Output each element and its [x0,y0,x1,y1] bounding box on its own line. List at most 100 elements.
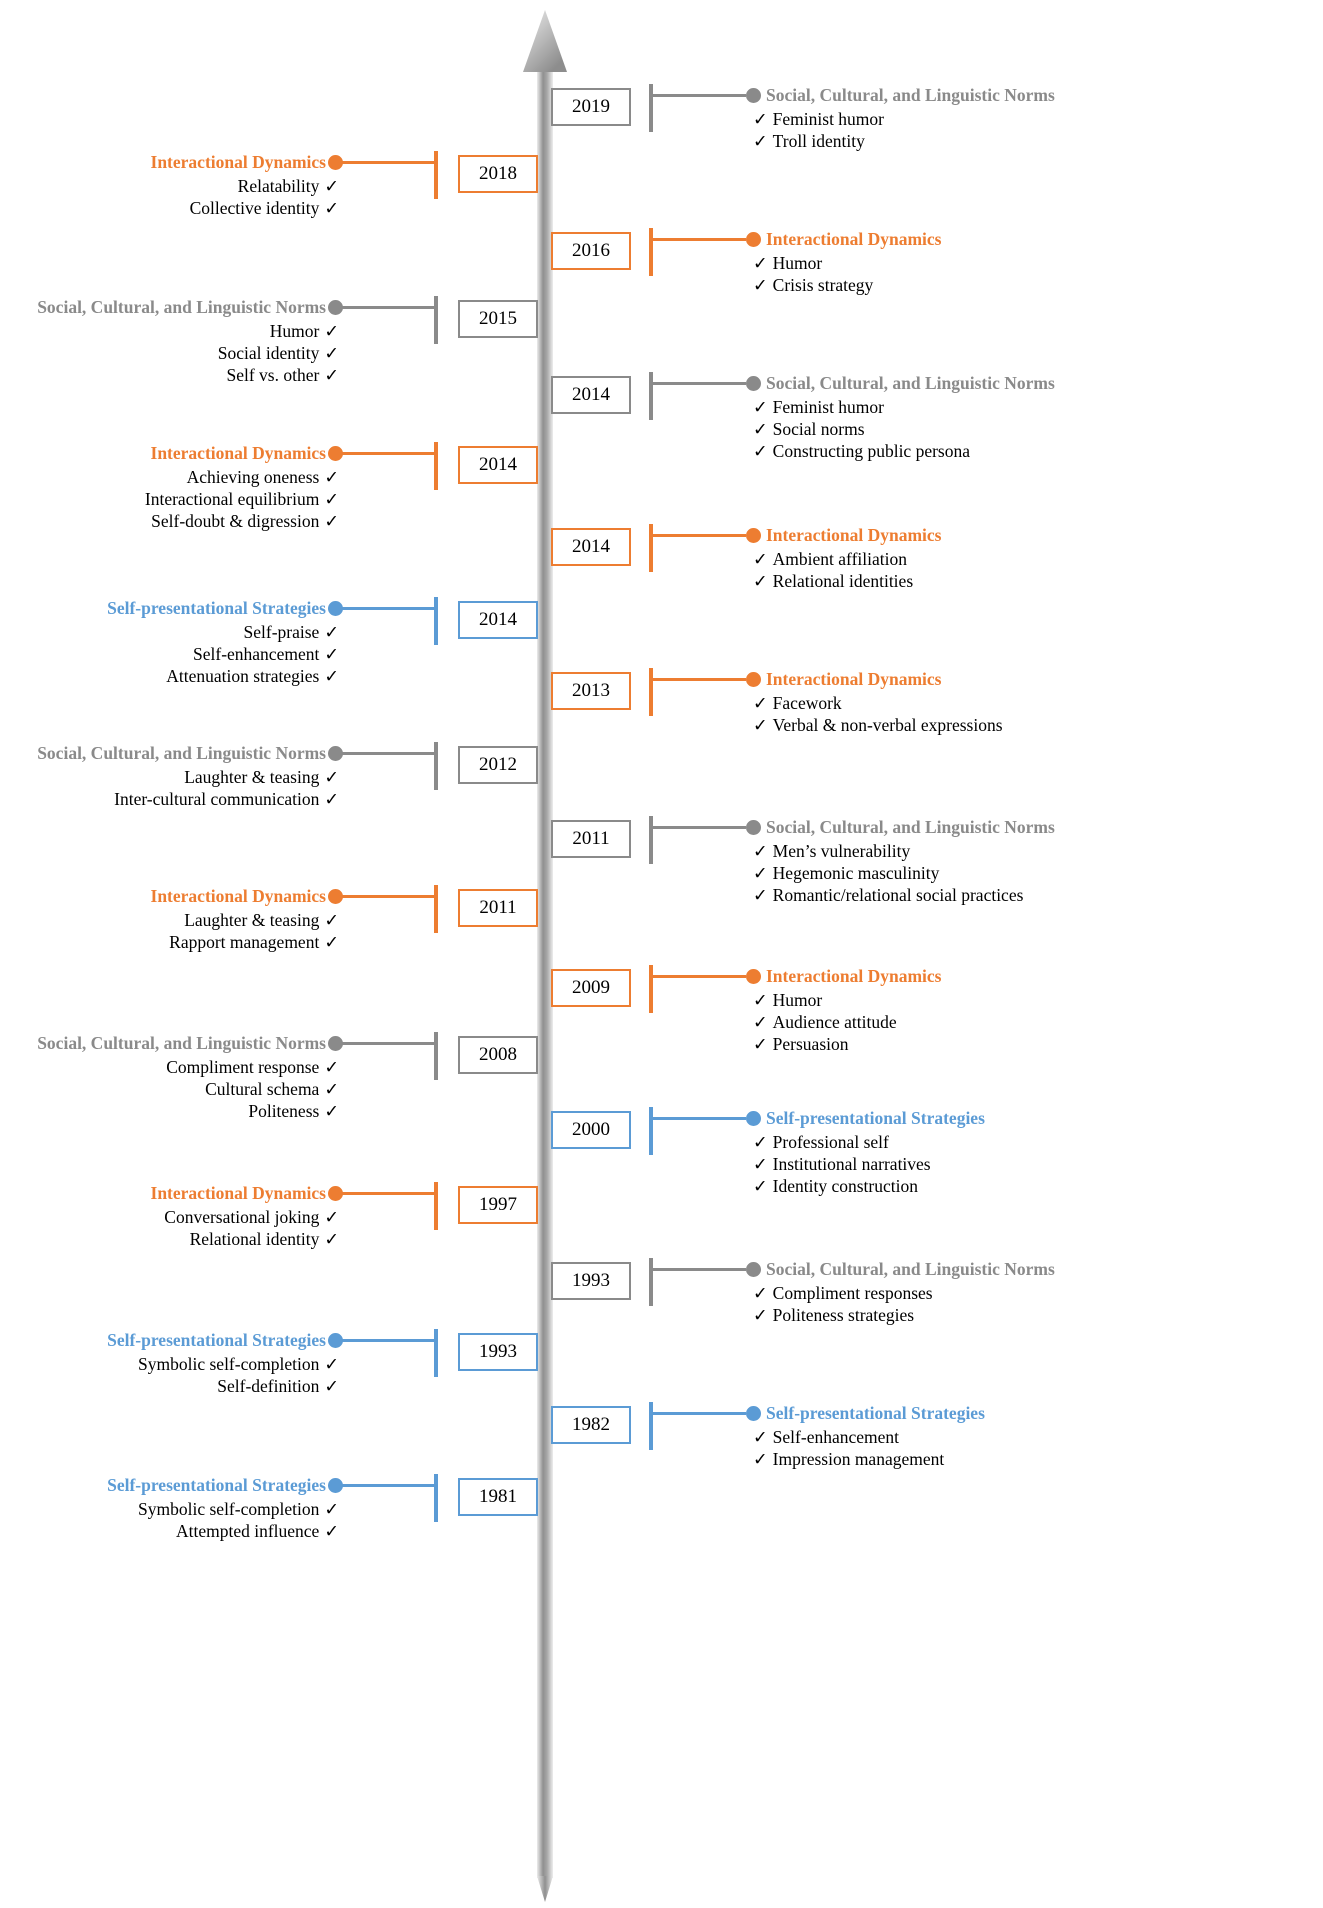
checklist-item: Rapport management✓ [169,931,344,953]
item-text: Attempted influence [175,1521,320,1541]
check-icon: ✓ [753,990,768,1010]
checklist-item: Humor✓ [218,320,344,342]
checklist-item: Achieving oneness✓ [145,466,344,488]
check-icon: ✓ [753,1034,768,1054]
connector-line [653,678,746,681]
year-box: 2014 [551,528,631,566]
connector-line [342,1339,434,1342]
connector-line [653,534,746,537]
item-text: Facework [772,693,842,713]
connector-line [653,238,746,241]
checklist: Humor✓Social identity✓Self vs. other✓ [218,320,344,386]
connector-tick [649,84,653,132]
checklist-item: Attempted influence✓ [138,1520,344,1542]
category-dot [328,746,343,761]
year-box: 2014 [551,376,631,414]
check-icon: ✓ [753,253,768,273]
connector-line [653,975,746,978]
year-box: 1982 [551,1406,631,1444]
checklist: ✓Ambient affiliation✓Relational identiti… [748,548,913,592]
checklist: Achieving oneness✓Interactional equilibr… [145,466,344,532]
category-dot [746,1111,761,1126]
check-icon: ✓ [324,321,339,341]
item-text: Men’s vulnerability [772,841,911,861]
checklist-item: ✓Troll identity [748,130,884,152]
item-text: Symbolic self-completion [138,1499,320,1519]
item-text: Troll identity [772,131,865,151]
item-text: Institutional narratives [772,1154,931,1174]
checklist: ✓Self-enhancement✓Impression management [748,1426,944,1470]
check-icon: ✓ [324,622,339,642]
connector-line [653,826,746,829]
check-icon: ✓ [753,419,768,439]
category-title: Interactional Dynamics [150,443,326,463]
checklist-item: ✓Hegemonic masculinity [748,862,1023,884]
category-title: Self-presentational Strategies [107,1475,326,1495]
category-title: Interactional Dynamics [766,525,942,545]
item-text: Self-enhancement [772,1427,899,1447]
category-title: Interactional Dynamics [766,669,942,689]
item-text: Self-definition [217,1376,320,1396]
checklist-item: ✓Feminist humor [748,396,970,418]
checklist: ✓Compliment responses✓Politeness strateg… [748,1282,933,1326]
checklist-item: Relatability✓ [190,175,344,197]
item-text: Collective identity [189,198,320,218]
connector-line [342,161,434,164]
category-dot [746,376,761,391]
checklist: ✓Professional self✓Institutional narrati… [748,1131,931,1197]
item-text: Relational identity [189,1229,320,1249]
connector-line [653,1268,746,1271]
item-text: Cultural schema [205,1079,320,1099]
connector-tick [434,151,438,199]
category-title: Social, Cultural, and Linguistic Norms [766,85,1055,105]
check-icon: ✓ [753,1449,768,1469]
checklist-item: Compliment response✓ [166,1056,344,1078]
connector-tick [649,1258,653,1306]
item-text: Laughter & teasing [184,767,320,787]
item-text: Interactional equilibrium [144,489,320,509]
connector-line [653,1117,746,1120]
checklist-item: Social identity✓ [218,342,344,364]
check-icon: ✓ [324,767,339,787]
check-icon: ✓ [324,932,339,952]
checklist: ✓Men’s vulnerability✓Hegemonic masculini… [748,840,1023,906]
category-dot [746,88,761,103]
checklist: Laughter & teasing✓Rapport management✓ [169,909,344,953]
item-text: Verbal & non-verbal expressions [772,715,1003,735]
item-text: Laughter & teasing [184,910,320,930]
checklist: Self-praise✓Self-enhancement✓Attenuation… [166,621,344,687]
category-dot [328,1036,343,1051]
checklist-item: ✓Relational identities [748,570,913,592]
checklist-item: Interactional equilibrium✓ [145,488,344,510]
category-dot [746,820,761,835]
year-box: 2009 [551,969,631,1007]
checklist-item: ✓Persuasion [748,1033,897,1055]
connector-tick [434,1329,438,1377]
connector-tick [434,885,438,933]
checklist-item: ✓Politeness strategies [748,1304,933,1326]
category-dot [746,232,761,247]
checklist-item: Laughter & teasing✓ [114,766,344,788]
category-dot [746,672,761,687]
checklist-item: ✓Verbal & non-verbal expressions [748,714,1003,736]
checklist-item: Self-praise✓ [166,621,344,643]
checklist-item: ✓Humor [748,252,873,274]
item-text: Attenuation strategies [166,666,320,686]
check-icon: ✓ [753,397,768,417]
year-box: 2014 [458,601,538,639]
category-dot [328,155,343,170]
connector-tick [434,742,438,790]
check-icon: ✓ [753,131,768,151]
checklist-item: ✓Romantic/relational social practices [748,884,1023,906]
check-icon: ✓ [753,693,768,713]
check-icon: ✓ [324,789,339,809]
item-text: Professional self [772,1132,889,1152]
check-icon: ✓ [324,1207,339,1227]
check-icon: ✓ [324,176,339,196]
connector-tick [649,816,653,864]
category-dot [746,528,761,543]
check-icon: ✓ [324,489,339,509]
connector-tick [649,668,653,716]
check-icon: ✓ [324,1376,339,1396]
check-icon: ✓ [753,1427,768,1447]
